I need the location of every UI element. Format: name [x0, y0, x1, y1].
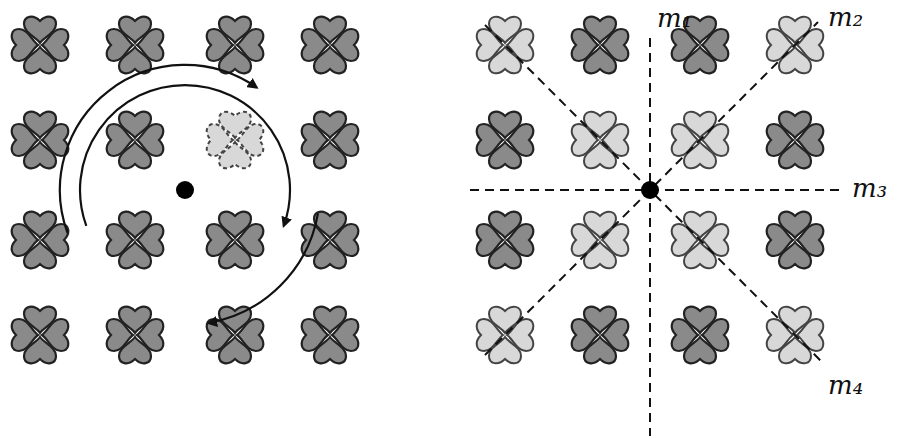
clover-grid-left — [12, 17, 359, 364]
mirror-label: m₂ — [828, 4, 863, 30]
mirror-label: m₄ — [828, 372, 863, 398]
mirror-center — [641, 181, 659, 199]
mirror-lines — [470, 22, 845, 436]
clover-rotated — [207, 112, 264, 169]
mirror-label: m₃ — [852, 175, 887, 201]
rotation-center — [176, 181, 194, 199]
rotation-arrows — [60, 65, 318, 323]
mirror-label: m₁ — [657, 5, 692, 31]
